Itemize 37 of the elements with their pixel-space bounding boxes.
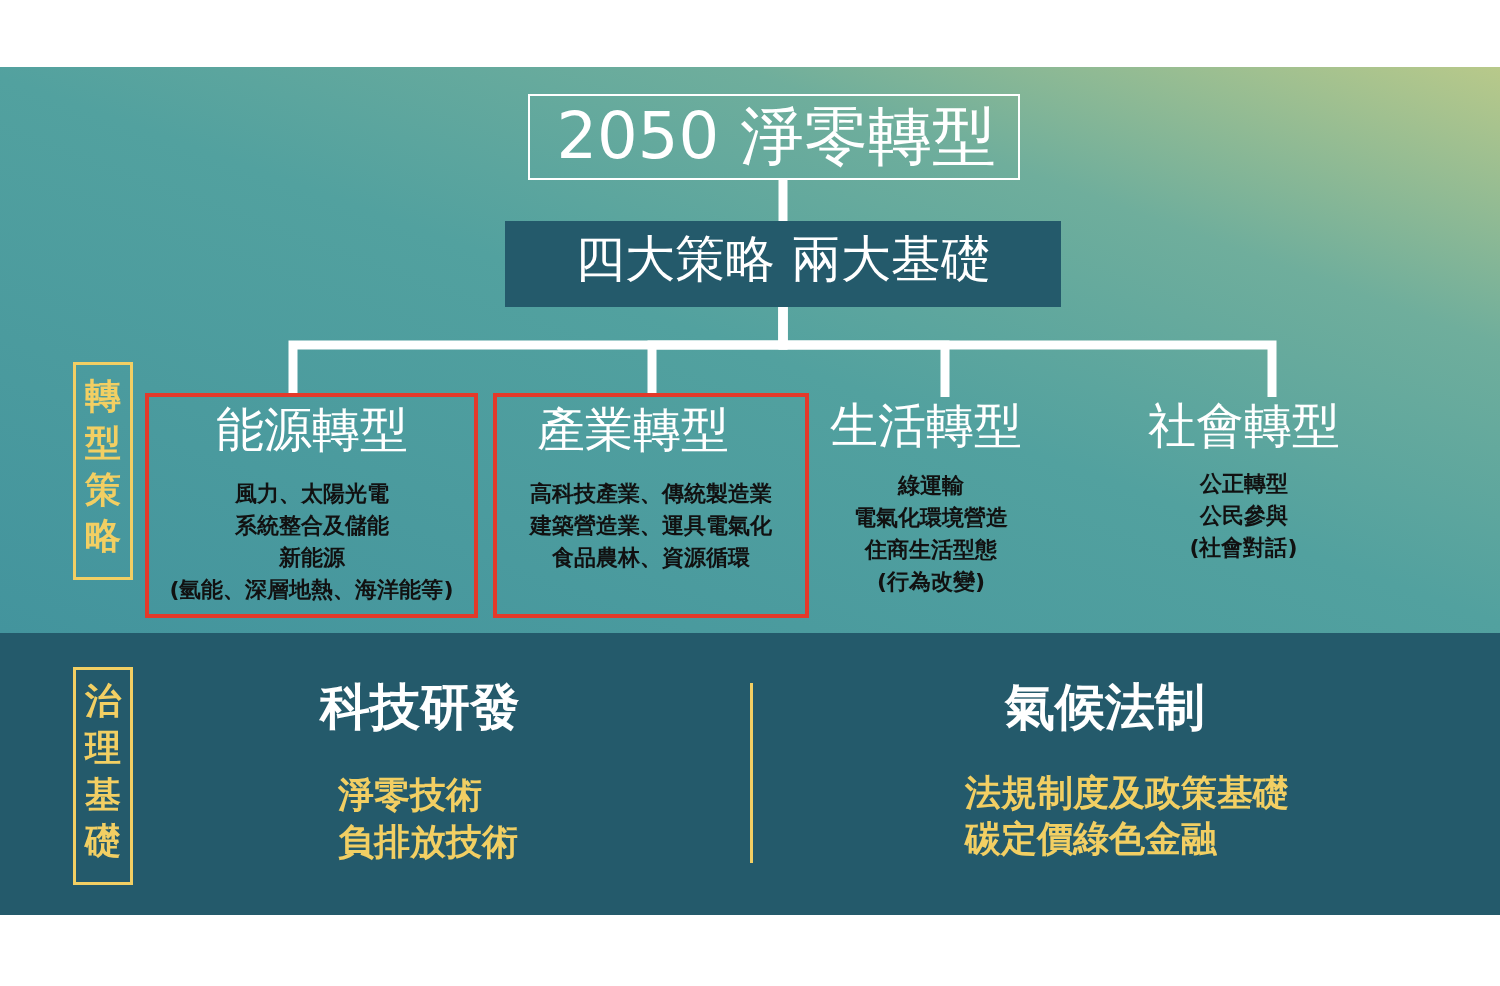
vertical-label-box (73, 362, 133, 580)
list-item: (社會對話) (1188, 535, 1299, 562)
connector-line (778, 307, 1277, 397)
list-item: (行為改變) (875, 569, 987, 596)
governance-band (0, 633, 1500, 915)
connector-line (778, 180, 788, 221)
list-item: 碳定價綠色金融 (965, 817, 1217, 861)
strategy-box (145, 393, 478, 618)
vertical-label: 治理基礎 (83, 679, 123, 864)
strategy-box (493, 393, 809, 618)
strategy-heading: 產業轉型 (536, 401, 730, 459)
title-text: 2050 淨零轉型 (555, 98, 997, 175)
list-item: 綠運輸 (896, 473, 965, 500)
list-item: 淨零技術 (338, 773, 482, 817)
list-item: 新能源 (277, 545, 346, 572)
strategy-heading: 生活轉型 (829, 397, 1023, 455)
list-item: 高科技產業、傳統製造業 (529, 481, 773, 508)
title-box (528, 94, 1020, 180)
subtitle-text: 四大策略 兩大基礎 (574, 229, 992, 289)
strategy-heading: 能源轉型 (214, 401, 409, 459)
list-item: 電氣化環境營造 (853, 505, 1009, 532)
list-item: 建築營造業、運具電氣化 (528, 513, 773, 540)
list-item: 公正轉型 (1198, 471, 1289, 498)
list-item: 住商生活型態 (863, 537, 998, 564)
column-heading: 科技研發 (320, 677, 520, 737)
vertical-label-box (73, 667, 133, 885)
list-item: 系統整合及儲能 (233, 513, 390, 540)
vertical-label: 轉型策略 (84, 374, 122, 559)
list-item: 負排放技術 (338, 820, 518, 864)
list-item: 公民參與 (1198, 503, 1289, 530)
list-item: (氫能、深層地熱、海洋能等) (168, 577, 455, 604)
list-item: 法規制度及政策基礎 (965, 771, 1289, 815)
subtitle-box (505, 221, 1061, 307)
column-heading: 氣候法制 (1005, 677, 1205, 737)
list-item: 風力、太陽光電 (233, 481, 390, 508)
list-item: 食品農林、資源循環 (551, 545, 751, 572)
strategy-heading: 社會轉型 (1146, 397, 1341, 455)
